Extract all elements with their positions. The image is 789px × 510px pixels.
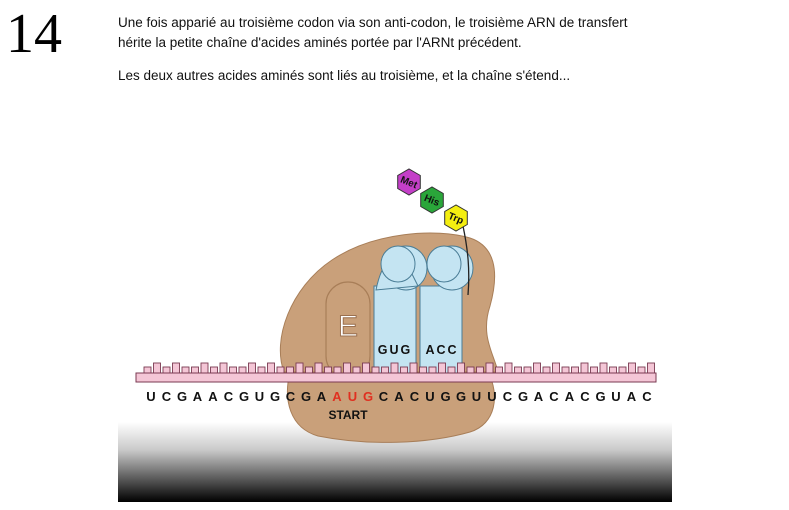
start-codon-base: G	[363, 389, 373, 404]
mrna-base: G	[456, 389, 466, 404]
amino-acid-label-trp: Trp	[446, 211, 465, 227]
mrna-base: A	[565, 389, 575, 404]
trna-top-cap-acc	[426, 245, 462, 283]
mrna-base: G	[518, 389, 528, 404]
mrna-base: G	[440, 389, 450, 404]
anticodon-acc: ACC	[425, 343, 458, 357]
description-paragraph-2: Les deux autres acides aminés sont liés …	[118, 66, 718, 86]
trna-body-acc	[419, 285, 463, 375]
start-codon-base: U	[348, 389, 357, 404]
mrna-base: U	[146, 389, 155, 404]
amino-acid-trp	[444, 204, 468, 232]
anticodon-gug: GUG	[378, 343, 412, 357]
description-line-3: Les deux autres acides aminés sont liés …	[118, 68, 571, 83]
mrna-base: G	[595, 389, 605, 404]
ribosome-small-subunit	[287, 371, 495, 443]
start-codon-label: START	[328, 408, 368, 422]
description-line-1: Une fois apparié au troisième codon via …	[118, 15, 628, 30]
mrna-base: A	[317, 389, 327, 404]
mrna-base: U	[487, 389, 496, 404]
mrna-base: A	[627, 389, 637, 404]
amino-acid-tether	[462, 225, 470, 296]
start-codon-base: A	[332, 389, 342, 404]
description-line-2: hérite la petite chaîne d'acides aminés …	[118, 35, 522, 50]
mrna-base: C	[224, 389, 234, 404]
trna-body-gug	[373, 285, 417, 375]
mrna-base: C	[580, 389, 590, 404]
step-number: 14	[6, 3, 62, 65]
mrna-backbone	[135, 372, 657, 383]
mrna-base: C	[162, 389, 172, 404]
trna-top-cap-gug	[380, 245, 416, 283]
mrna-base: G	[177, 389, 187, 404]
mrna-base: C	[503, 389, 513, 404]
mrna-base: U	[425, 389, 434, 404]
mrna-base: A	[534, 389, 544, 404]
mrna-base: C	[410, 389, 420, 404]
mrna-base: C	[549, 389, 559, 404]
mrna-base: G	[270, 389, 280, 404]
mrna-base: U	[472, 389, 481, 404]
mrna-base: C	[642, 389, 652, 404]
amino-acid-met	[397, 168, 421, 196]
e-site-label: E	[338, 310, 358, 343]
mrna-base: C	[379, 389, 389, 404]
mrna-base: C	[286, 389, 296, 404]
mrna-base: A	[193, 389, 203, 404]
mrna-base: U	[611, 389, 620, 404]
mrna-base: G	[301, 389, 311, 404]
mrna-base: A	[208, 389, 218, 404]
mrna-teeth	[143, 362, 655, 376]
amino-acid-his	[420, 186, 444, 214]
mrna-base: A	[394, 389, 404, 404]
mrna-base: U	[255, 389, 264, 404]
description-paragraph-1: Une fois apparié au troisième codon via …	[118, 13, 718, 53]
mrna-base: G	[239, 389, 249, 404]
